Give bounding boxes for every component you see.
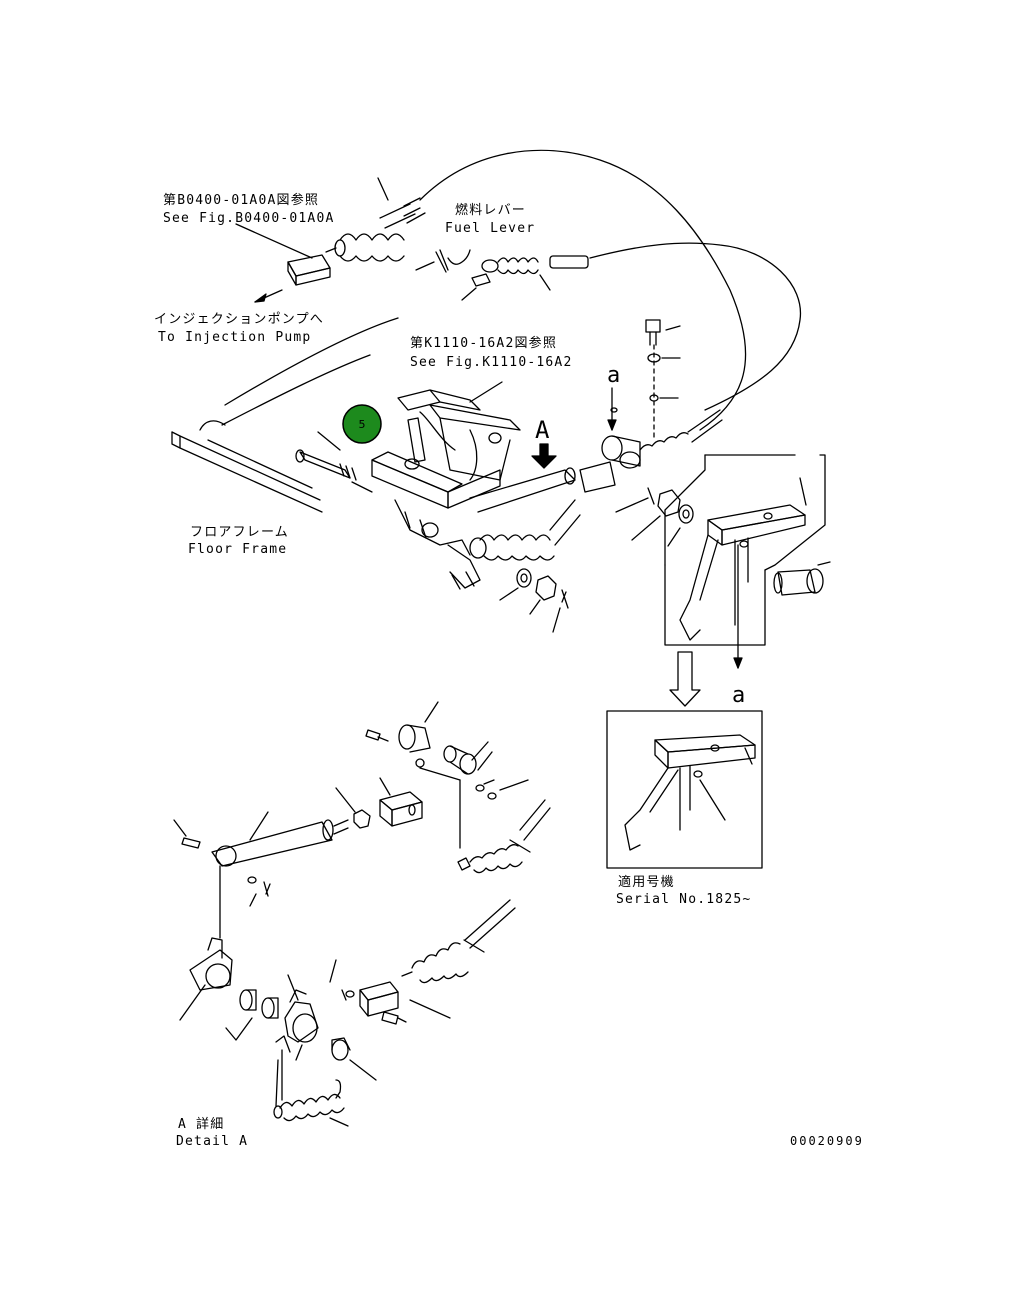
detail-a-en-label: Detail A <box>176 1134 248 1149</box>
callout-number[interactable]: 5 <box>359 418 366 431</box>
lever-assembly <box>295 381 581 590</box>
bracket-box <box>664 454 831 669</box>
serial-jp-label: 適用号機 <box>618 874 675 890</box>
fuel-lever-linkage <box>415 249 589 301</box>
detail-a-parts <box>173 701 551 1127</box>
clevis-pin <box>579 387 723 493</box>
ref-k1110-jp-label: 第K1110-16A2図参照 <box>410 335 557 351</box>
callout-5[interactable]: 5 <box>342 404 382 444</box>
serial-en-label: Serial No.1825~ <box>616 892 751 907</box>
bolt-stack <box>645 319 681 441</box>
fuel-lever-en-label: Fuel Lever <box>445 221 535 236</box>
injection-pump-en-label: To Injection Pump <box>158 330 311 345</box>
view-arrow <box>669 651 701 707</box>
floor-frame-en-label: Floor Frame <box>188 542 287 557</box>
fuel-cable-loop <box>221 149 802 431</box>
callout-circle[interactable] <box>342 404 382 444</box>
ref-k1110-en-label: See Fig.K1110-16A2 <box>410 355 572 370</box>
floor-frame-jp-label: フロアフレーム <box>190 525 289 540</box>
injection-pump-jp-label: インジェクションポンプへ <box>154 312 324 327</box>
fuel-lever-jp-label: 燃料レバー <box>455 202 526 218</box>
nut-washer-right <box>615 487 694 547</box>
view-a-bottom-label: a <box>732 683 745 708</box>
drawing-number: 00020909 <box>790 1134 864 1148</box>
detail-a-jp-label: A 詳細 <box>178 1116 224 1132</box>
injection-pump-cable-end <box>235 177 426 303</box>
floor-frame <box>171 420 323 513</box>
arrow-a-label: A <box>535 416 550 444</box>
ref-b0400-jp-label: 第B0400-01A0A図参照 <box>163 192 319 208</box>
ref-b0400-en-label: See Fig.B0400-01A0A <box>163 211 335 226</box>
view-a-top-label: a <box>607 363 620 388</box>
serial-inset <box>606 710 763 869</box>
arrow-a <box>531 443 557 469</box>
nut-washer-set <box>499 568 569 633</box>
